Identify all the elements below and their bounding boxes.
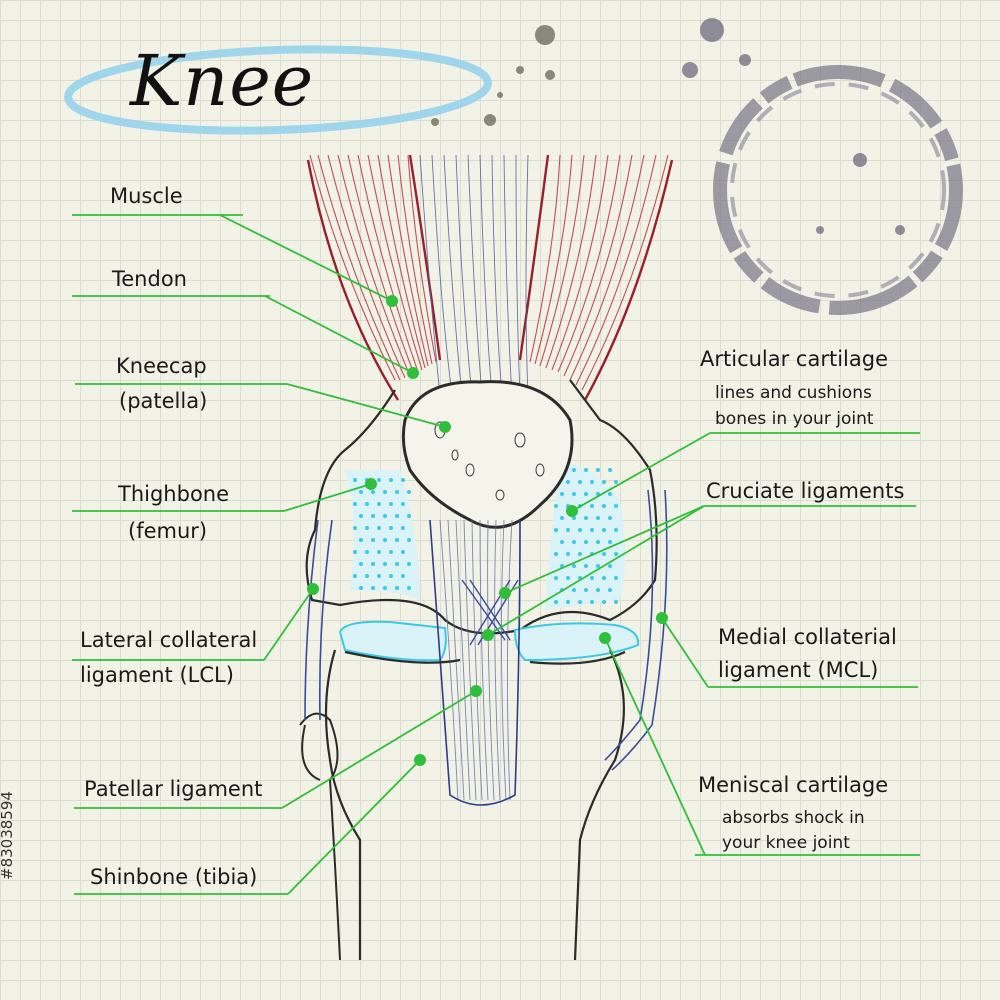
- title-ellipse: [64, 45, 492, 135]
- label-articular-cartilage: Articular cartilage: [700, 347, 889, 371]
- label-mcl-line2: ligament (MCL): [718, 658, 879, 682]
- patellar-ligament: [439, 519, 513, 801]
- tendon: [419, 154, 529, 396]
- mcl: [604, 489, 668, 771]
- label-articular-sub1: lines and cushions: [715, 383, 872, 403]
- leader-dots: [307, 295, 668, 766]
- label-lcl-line2: ligament (LCL): [80, 663, 234, 687]
- lcl: [304, 519, 333, 721]
- label-tendon: Tendon: [112, 267, 187, 291]
- stock-id: #83038594: [0, 791, 16, 880]
- label-thighbone: Thighbone: [118, 482, 230, 506]
- label-meniscal-sub2: your knee joint: [722, 833, 850, 853]
- label-kneecap-sub: (patella): [119, 389, 208, 413]
- articular-cartilage-dots: [345, 460, 625, 610]
- coffee-stain: [682, 18, 963, 315]
- ink-splatter: [431, 25, 555, 126]
- label-cruciate-ligaments: Cruciate ligaments: [706, 479, 905, 503]
- patella-outline: [401, 380, 574, 529]
- label-meniscal-cartilage: Meniscal cartilage: [698, 773, 889, 797]
- label-articular-sub2: bones in your joint: [715, 409, 874, 429]
- tibia-outline: [324, 649, 626, 961]
- label-meniscal-sub1: absorbs shock in: [722, 808, 865, 828]
- muscle-fibers: [309, 154, 669, 391]
- label-kneecap: Kneecap: [116, 354, 207, 378]
- muscle-outline: [306, 154, 674, 401]
- label-lcl-line1: Lateral collateral: [80, 628, 258, 652]
- fibula-outline: [299, 712, 341, 961]
- label-patellar-ligament: Patellar ligament: [84, 777, 263, 801]
- label-mcl-line1: Medial collaterial: [718, 625, 897, 649]
- patellar-ligament-outline: [429, 519, 521, 806]
- label-muscle: Muscle: [110, 184, 183, 208]
- diagram-title: Knee: [130, 40, 315, 122]
- patella-texture: [434, 421, 545, 501]
- label-thighbone-sub: (femur): [128, 519, 208, 543]
- leader-lines: [72, 214, 920, 895]
- label-shinbone: Shinbone (tibia): [90, 865, 258, 889]
